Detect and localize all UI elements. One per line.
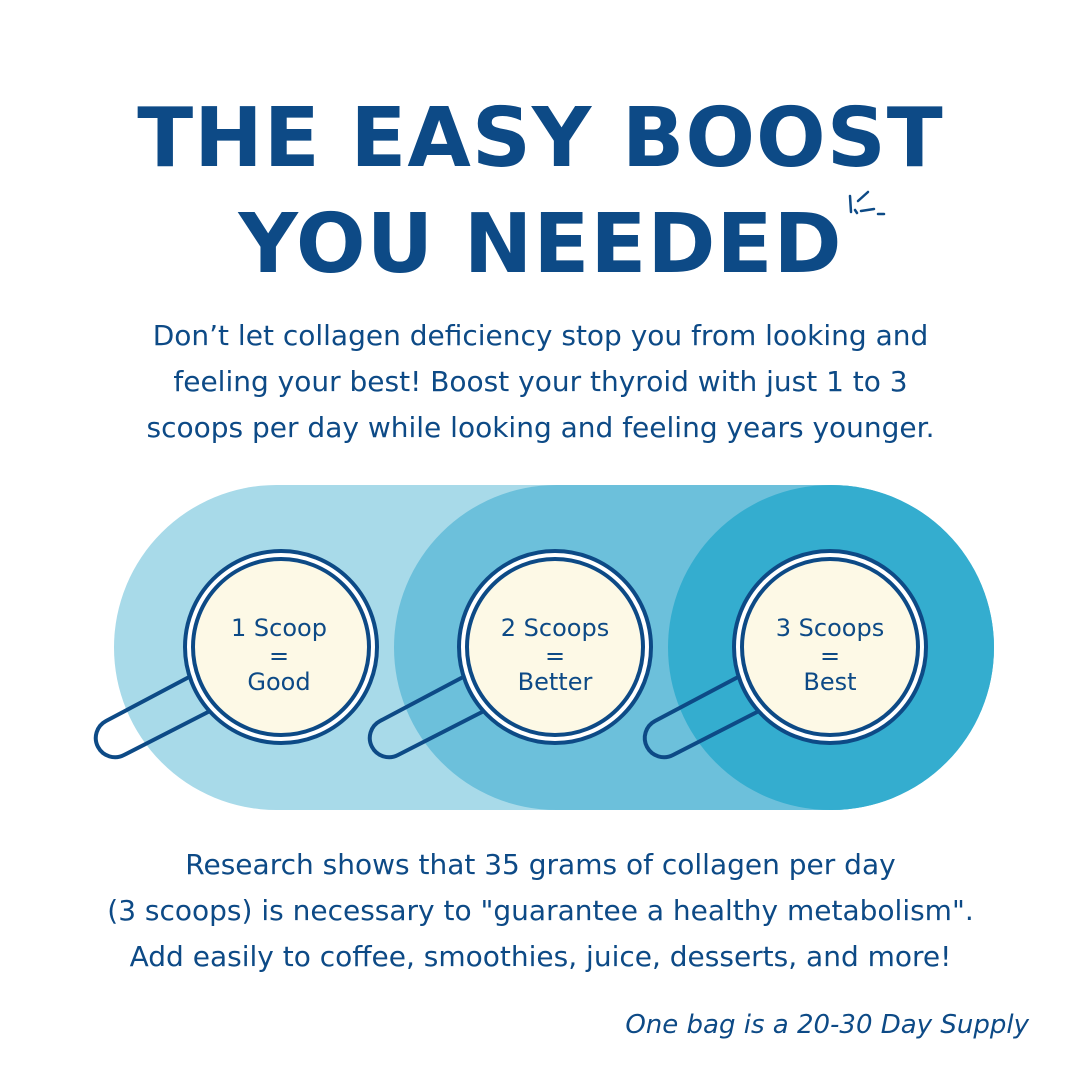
scoop-good-line-2: =	[269, 642, 289, 670]
supply-note: One bag is a 20-30 Day Supply	[625, 1010, 1029, 1040]
scoop-best: 3 Scoops = Best	[642, 549, 928, 760]
intro-line-3: scoops per day while looking and feeling…	[146, 411, 935, 444]
research-line-3: Add easily to coffee, smoothies, juice, …	[129, 940, 952, 973]
scoop-best-line-3: Best	[803, 668, 856, 696]
scoop-better-line-1: 2 Scoops	[501, 614, 609, 642]
research-line-2: (3 scoops) is necessary to "guarantee a …	[107, 894, 974, 927]
intro-line-1: Don’t let collagen deficiency stop you f…	[152, 319, 929, 352]
scoop-best-line-2: =	[820, 642, 840, 670]
title-line-2: YOU NEEDED	[238, 197, 843, 292]
measuring-scoop-icon	[642, 549, 928, 760]
intro-text: Don’t let collagen deficiency stop you f…	[0, 313, 1081, 451]
measuring-scoop-icon	[93, 549, 379, 760]
title-line-1: THE EASY BOOST	[137, 91, 944, 186]
measuring-scoop-icon	[367, 549, 653, 760]
intro-line-2: feeling your best! Boost your thyroid wi…	[173, 365, 908, 398]
scoop-good-line-1: 1 Scoop	[231, 614, 327, 642]
scoop-better-line-3: Better	[518, 668, 593, 696]
scoop-better: 2 Scoops = Better	[367, 549, 653, 760]
scoop-best-line-1: 3 Scoops	[776, 614, 884, 642]
scoop-good-line-3: Good	[247, 668, 310, 696]
research-text: Research shows that 35 grams of collagen…	[0, 842, 1081, 980]
scoop-good: 1 Scoop = Good	[93, 549, 379, 760]
page-title: THE EASY BOOST YOU NEEDED	[0, 86, 1081, 298]
research-line-1: Research shows that 35 grams of collagen…	[185, 848, 896, 881]
scoop-better-line-2: =	[545, 642, 565, 670]
